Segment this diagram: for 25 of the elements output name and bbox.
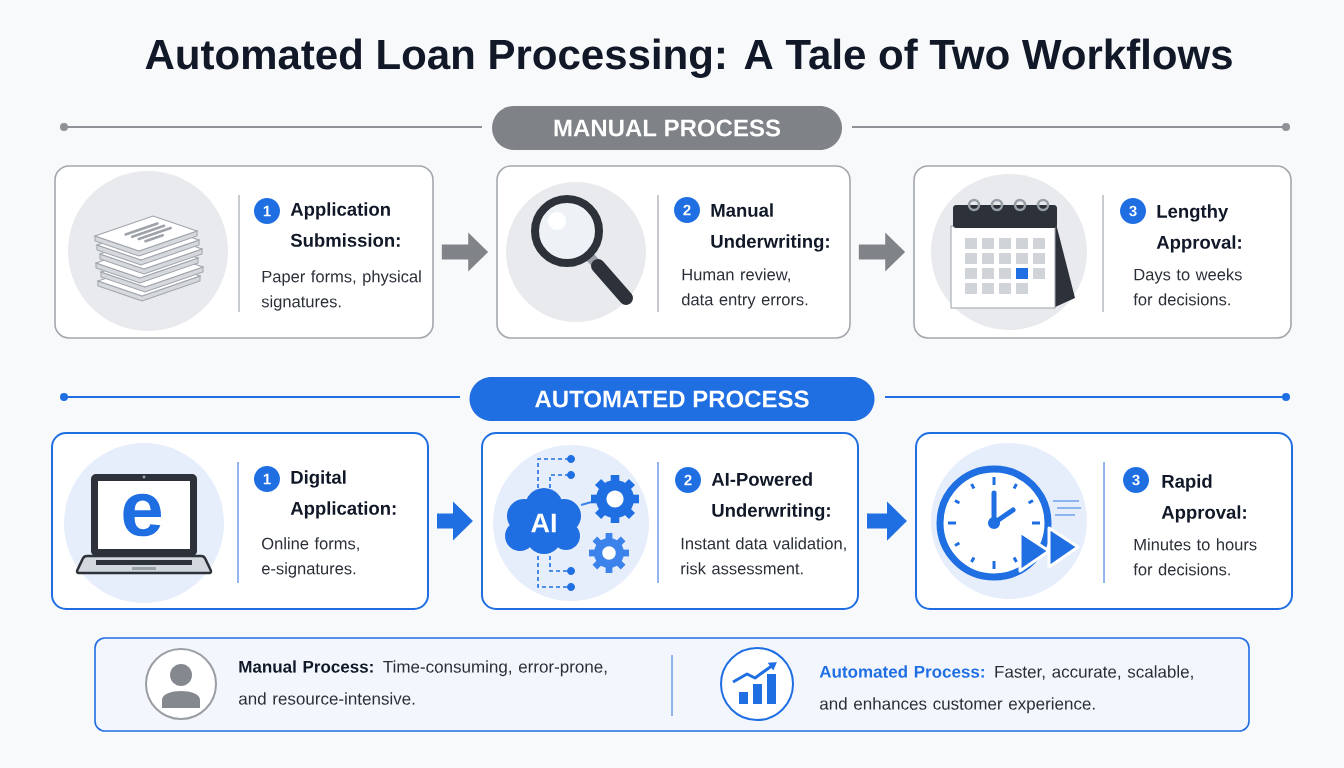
step-description: Days to weeks for decisions. — [1133, 268, 1242, 306]
step-title: Manual Underwriting: — [711, 203, 829, 252]
number-badge: 1 — [254, 466, 280, 492]
step-description: Human review, data entry errors. — [681, 268, 808, 309]
step-title: Rapid Approval: — [1161, 474, 1246, 523]
step-title: Application Submission: — [290, 202, 400, 247]
step-description: Instant data validation, risk assessment. — [681, 537, 846, 575]
step-title: Lengthy Approval: — [1156, 204, 1241, 253]
step-description: Online forms, e-signatures. — [262, 537, 359, 578]
summary-text: Automated Process: Faster, accurate, scalable, and enhances customer experience. — [819, 665, 1193, 714]
title: Automated Loan Processing: A Tale of Two Workflows — [145, 38, 1232, 78]
step-description: Paper forms, physical signatures. — [261, 270, 421, 311]
summary-text: Manual Process: Time-consuming, error-prone, and resource-intensive. — [239, 660, 607, 705]
step-title: AI-Powered Underwriting: — [711, 472, 830, 521]
section-banner: AUTOMATED PROCESS — [469, 377, 875, 421]
number-badge: 2 — [675, 467, 701, 493]
step-description: Minutes to hours for decisions. — [1133, 538, 1257, 576]
icon-text: AI — [531, 513, 556, 533]
icon-text: e — [123, 493, 162, 537]
section-banner: MANUAL PROCESS — [492, 106, 842, 150]
number-badge: 1 — [254, 198, 280, 224]
number-badge: 3 — [1123, 467, 1149, 493]
number-badge: 3 — [1120, 198, 1146, 224]
step-title: Digital Application: — [290, 470, 396, 519]
number-badge: 2 — [674, 197, 700, 223]
